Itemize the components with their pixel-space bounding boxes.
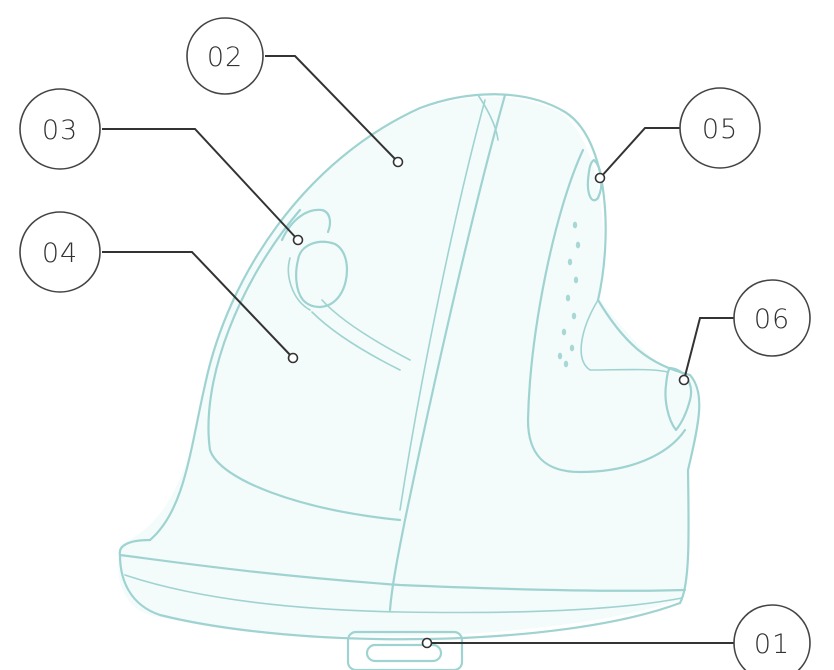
callout-05: 05 xyxy=(679,87,761,169)
mouse-base-top xyxy=(118,538,687,592)
mouse-body-fill xyxy=(118,96,699,637)
leader-04 xyxy=(102,251,294,359)
top-ridge xyxy=(477,94,499,141)
callout-03: 03 xyxy=(19,88,101,170)
dot-05 xyxy=(594,172,606,184)
callout-label-05: 05 xyxy=(702,114,738,145)
leader-dots xyxy=(287,156,690,649)
mouse-body-outline xyxy=(148,93,701,605)
mouse-base-line xyxy=(124,574,683,614)
callout-01: 01 xyxy=(733,604,811,670)
mouse-illustration xyxy=(118,93,701,670)
leader-03 xyxy=(102,128,299,241)
dot-06 xyxy=(678,374,690,386)
leader-06 xyxy=(683,317,735,381)
dot-03 xyxy=(292,234,304,246)
usb-c-port xyxy=(346,630,464,670)
leader-05 xyxy=(599,127,680,179)
leader-02 xyxy=(265,55,399,163)
callout-label-06: 06 xyxy=(754,304,790,335)
leader-lines xyxy=(102,55,735,644)
side-button-thumb xyxy=(664,366,693,432)
dot-01 xyxy=(421,637,433,649)
dot-04 xyxy=(287,352,299,364)
thumb-rest-panel xyxy=(526,148,687,474)
callout-label-03: 03 xyxy=(42,115,78,146)
grip-dots xyxy=(557,221,581,368)
button-split-line-inner xyxy=(399,99,486,511)
thumb-rest-inner xyxy=(580,299,669,373)
dot-02 xyxy=(392,156,404,168)
callout-label-01: 01 xyxy=(754,629,790,660)
mouse-base-bottom xyxy=(118,553,682,641)
callout-04: 04 xyxy=(19,211,101,293)
secondary-button-outline xyxy=(207,208,402,522)
button-split-line xyxy=(388,93,507,612)
scroll-wheel xyxy=(280,208,411,371)
callout-label-04: 04 xyxy=(42,238,78,269)
callout-06: 06 xyxy=(733,279,811,357)
callout-label-02: 02 xyxy=(207,42,243,73)
callout-02: 02 xyxy=(186,17,264,95)
